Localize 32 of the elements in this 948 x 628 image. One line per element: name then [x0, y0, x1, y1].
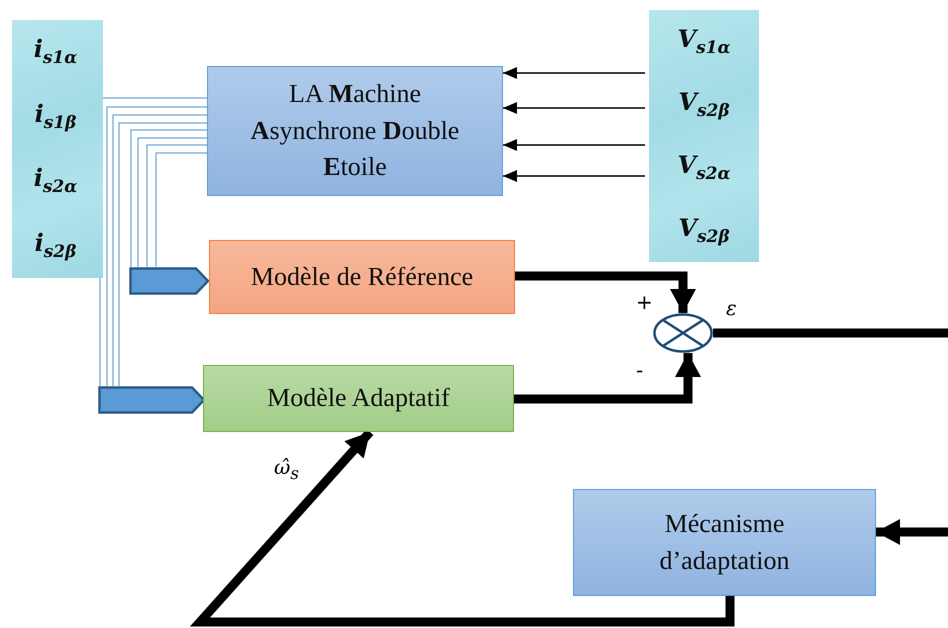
error-symbol: ε — [726, 298, 737, 318]
plus-sign: + — [636, 292, 653, 312]
summing-junction — [653, 313, 713, 353]
arrow — [503, 139, 645, 151]
arrow — [503, 170, 645, 182]
input-arrow-shape — [98, 386, 205, 414]
connector-line — [146, 144, 208, 268]
arrow — [514, 353, 701, 404]
box-label: LA Machine Asynchrone Double Etoile — [250, 78, 460, 184]
arrow — [503, 102, 645, 114]
arrow — [876, 519, 948, 545]
connector-line — [713, 328, 948, 338]
process-box — [207, 66, 503, 196]
process-box — [209, 240, 515, 314]
signal-label: i$_{s1β}$ — [34, 102, 76, 132]
connector-line — [156, 152, 208, 268]
arrow — [515, 272, 696, 313]
signal-label: V$_{s2β}$ — [678, 216, 730, 246]
signal-label: i$_{s2β}$ — [34, 230, 76, 261]
box-label: Modèle Adaptatif — [267, 382, 450, 414]
signal-label: i$_{s2α}$ — [34, 166, 78, 196]
box-label: Mécanisme d’adaptation — [658, 508, 790, 576]
signal-label: V$_{s2α}$ — [677, 152, 731, 182]
signal-label: V$_{s2β}$ — [678, 90, 730, 120]
minus-sign: - — [636, 360, 644, 380]
process-box — [573, 489, 876, 596]
input-arrow-shape — [129, 267, 209, 295]
signal-label: i$_{s1α}$ — [34, 37, 78, 68]
signal-label: V$_{s1α}$ — [677, 26, 731, 56]
arrow — [503, 67, 645, 79]
process-box — [203, 365, 514, 432]
box-label: Modèle de Référence — [250, 260, 474, 293]
